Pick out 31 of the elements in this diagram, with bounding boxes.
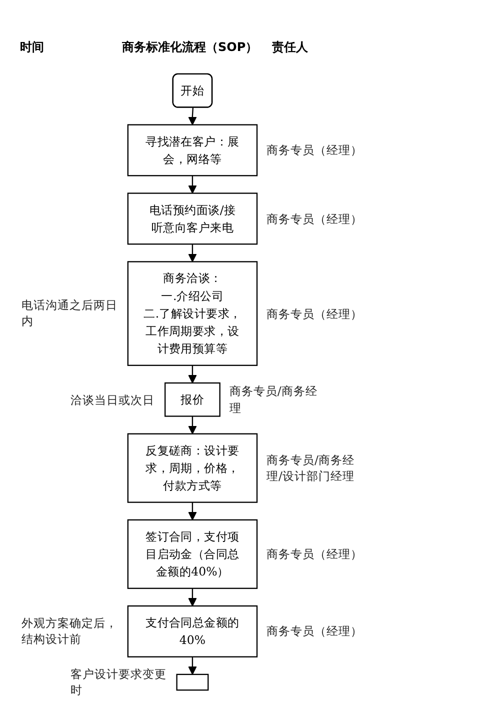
arrow xyxy=(188,416,196,434)
owner-note: 商务专员（经理） xyxy=(266,623,363,640)
time-note: 外观方案确定后，结构设计前 xyxy=(21,614,118,648)
owner-note: 商务专员（经理） xyxy=(266,546,363,563)
arrow xyxy=(188,588,196,606)
owner-note: 商务专员/商务经理 xyxy=(229,383,318,416)
owner-note: 商务专员（经理） xyxy=(266,210,363,228)
column-header: 责任人 xyxy=(272,40,308,56)
process-box: 寻找潜在客户：展会，网络等 xyxy=(126,124,258,176)
time-note: 洽谈当日或次日 xyxy=(70,392,155,408)
process-box: 报价 xyxy=(164,382,220,417)
process-box: 商务洽谈： 一.介绍公司 二.了解设计要求，工作周期要求，设计费用预算等 xyxy=(126,261,258,366)
arrow xyxy=(188,656,196,675)
owner-note: 商务专员/商务经理/设计部门经理 xyxy=(266,452,356,484)
arrow xyxy=(188,108,196,126)
process-box xyxy=(176,674,208,691)
time-note: 客户设计要求变更时 xyxy=(70,666,166,699)
process-box: 签订合同，支付项目启动金（合同总金额的40%） xyxy=(126,519,258,589)
column-header: 时间 xyxy=(20,40,44,56)
time-note: 电话沟通之后两日内 xyxy=(21,297,118,330)
arrow xyxy=(188,176,196,194)
process-box: 电话预约面谈/接听意向客户来电 xyxy=(126,192,258,245)
column-header: 商务标准化流程（SOP） xyxy=(122,40,258,56)
arrow xyxy=(188,502,196,520)
process-box: 反复磋商：设计要求，周期，价格，付款方式等 xyxy=(126,433,258,503)
process-box: 支付合同总金额的40% xyxy=(126,605,258,658)
arrow xyxy=(188,365,196,384)
terminal-box: 开始 xyxy=(172,73,212,108)
owner-note: 商务专员（经理） xyxy=(266,306,363,322)
owner-note: 商务专员（经理） xyxy=(266,142,363,159)
arrow xyxy=(188,244,196,262)
